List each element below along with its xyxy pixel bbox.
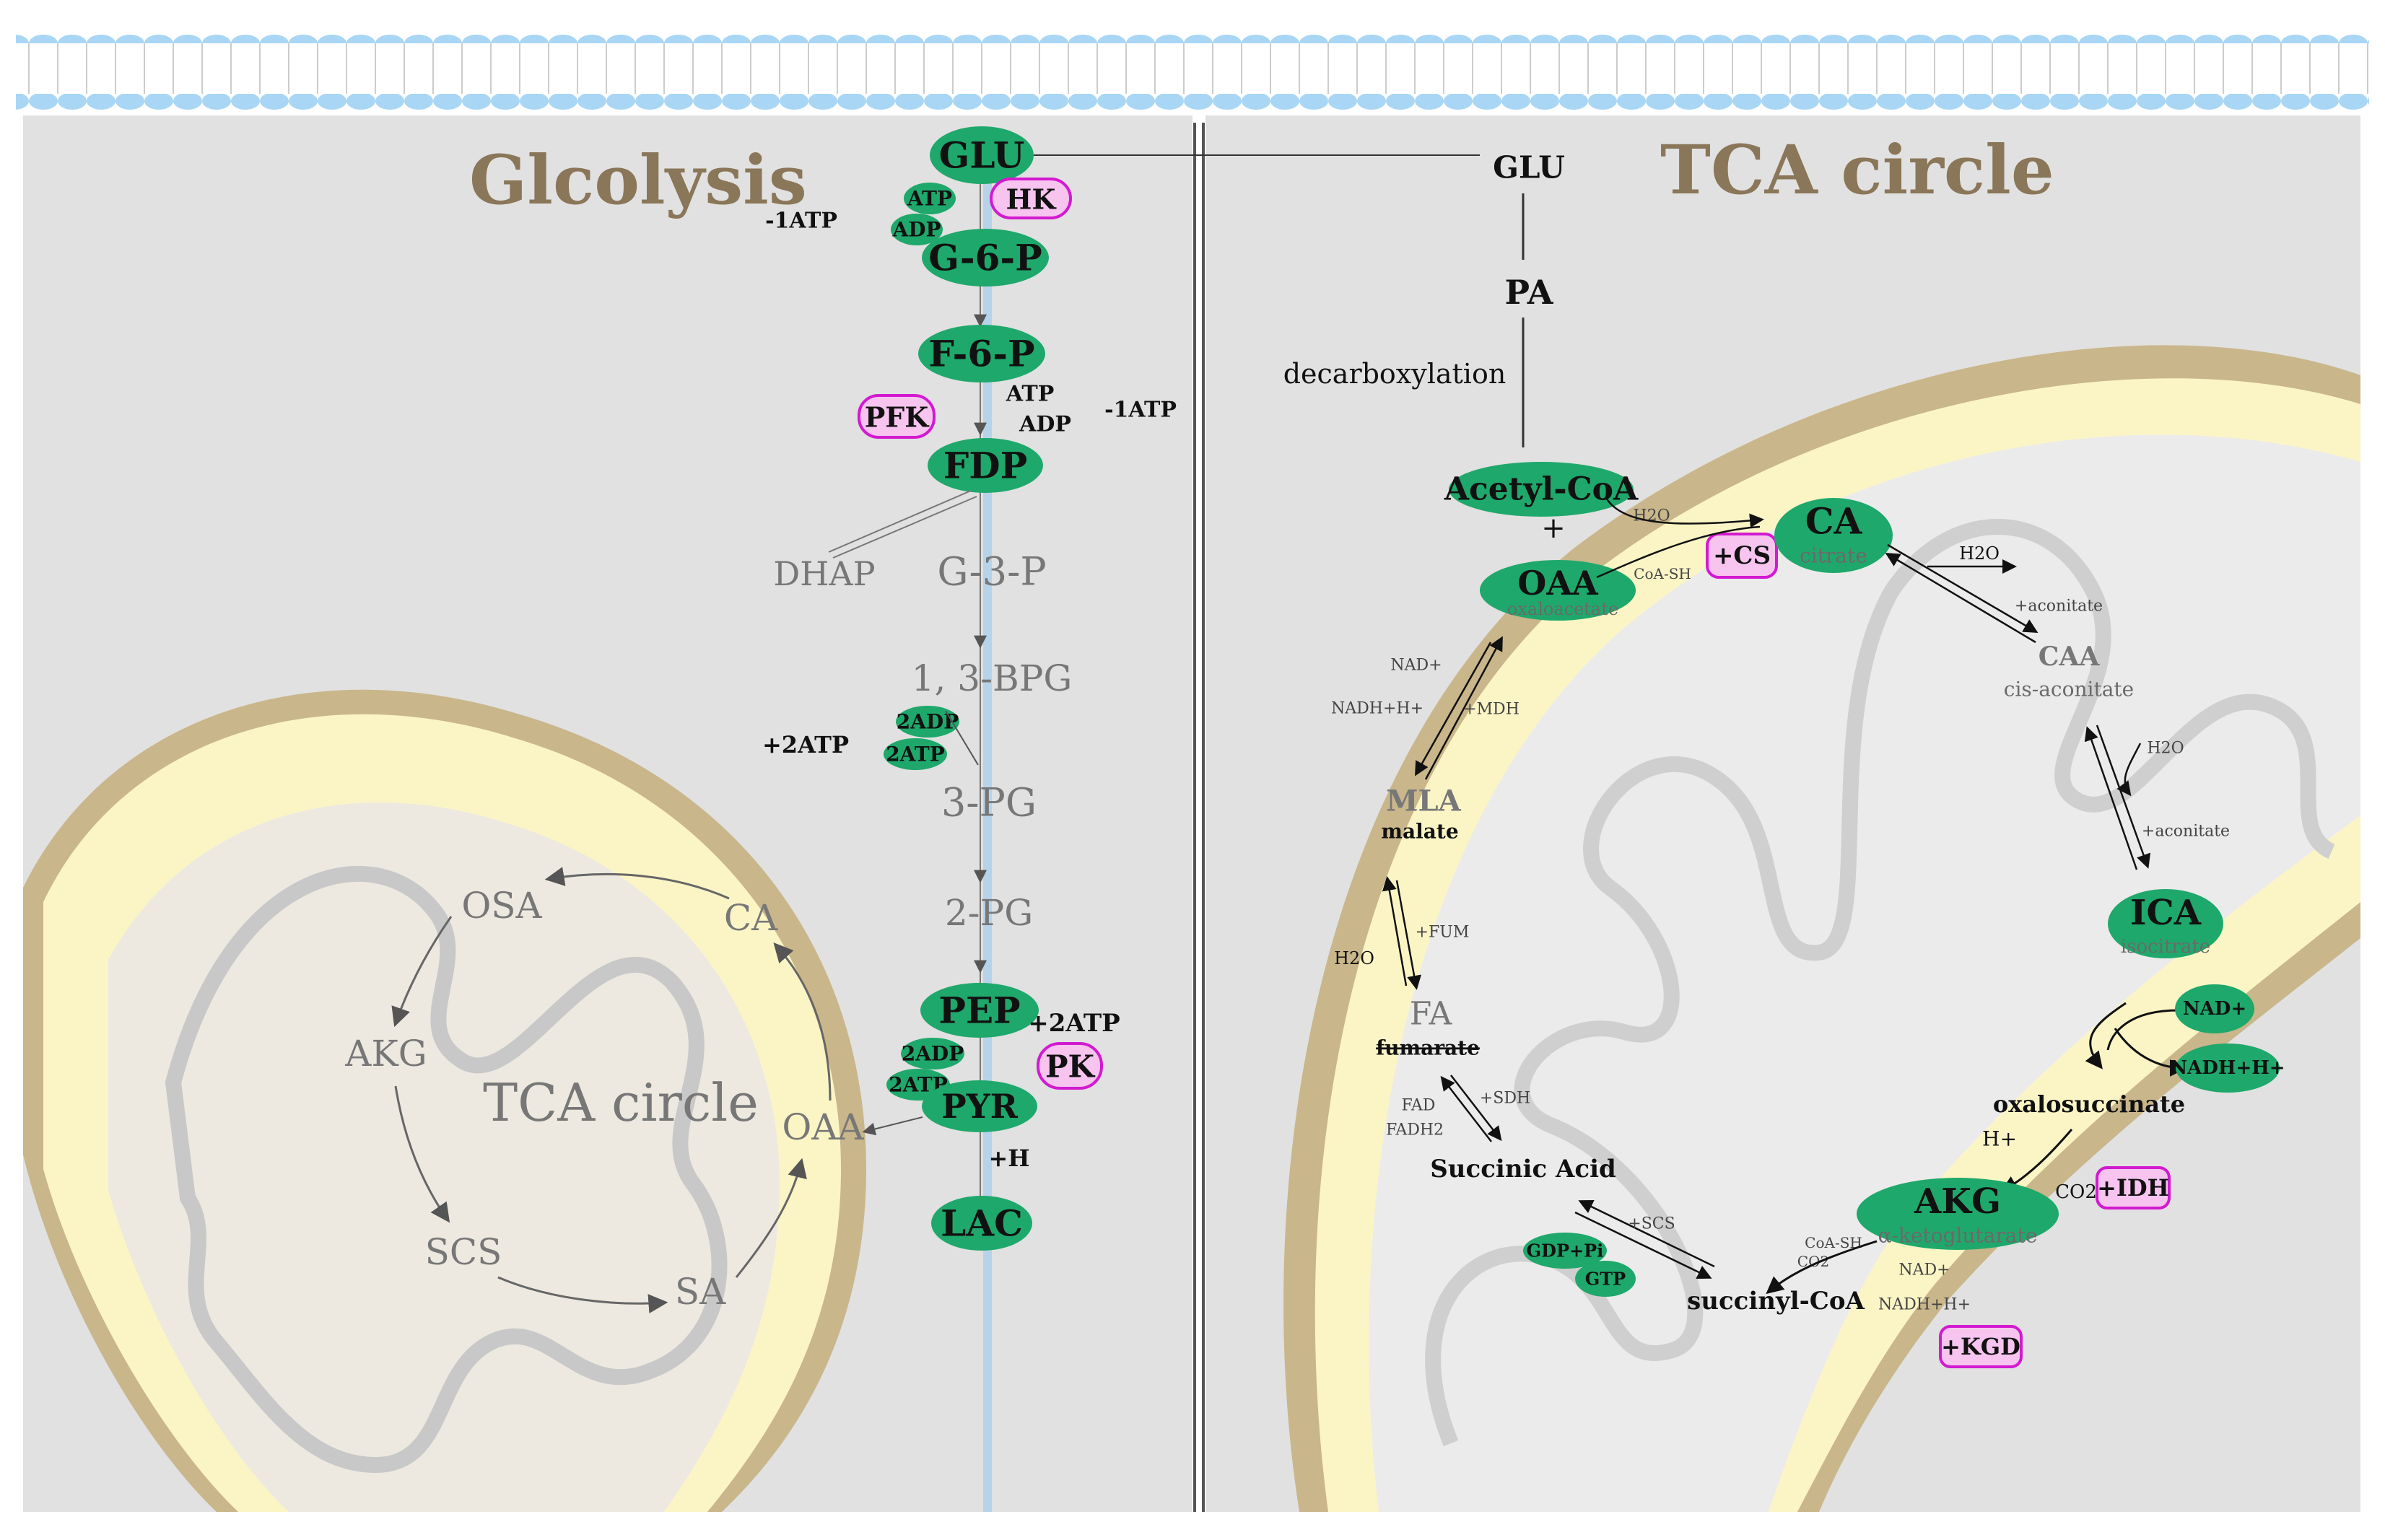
caa-sub: cis-aconitate <box>2004 678 2134 701</box>
atp-node-1: ATP <box>907 187 952 211</box>
idh-enzyme <box>2096 1166 2171 1209</box>
small-sa: SA <box>675 1271 726 1313</box>
kgd-enzyme <box>1939 1325 2023 1368</box>
nadh-label-2: NADH+H+ <box>1878 1296 1971 1314</box>
plus-atp-2: +2ATP <box>1028 1009 1120 1038</box>
nad-node-1: NAD+ <box>2183 998 2246 1020</box>
scs-label: +SCS <box>1628 1215 1675 1233</box>
oaa-sub: oxaloacetate <box>1507 599 1618 619</box>
mla-sub: malate <box>1381 820 1458 844</box>
2adp-node-1: 2ADP <box>897 710 959 734</box>
h-plus-label: H+ <box>1982 1127 2017 1151</box>
right-mitochondrion <box>1283 345 2360 1512</box>
succinyl-coa-label: succinyl-CoA <box>1687 1287 1865 1316</box>
dhap-label: DHAP <box>773 554 875 593</box>
nadh-label-3: NADH+H+ <box>1331 700 1423 718</box>
ca-sub: citrate <box>1800 544 1867 568</box>
acetyl-coa-node: Acetyl-CoA <box>1444 471 1639 508</box>
pk-label: PK <box>1045 1049 1096 1085</box>
mdh-label: +MDH <box>1463 701 1519 719</box>
cs-enzyme <box>1706 533 1778 579</box>
co2-label-1: CO2 <box>2055 1181 2097 1203</box>
fa-sub: fumarate <box>1376 1036 1480 1060</box>
succinic-acid-label: Succinic Acid <box>1430 1155 1616 1184</box>
aconitate-label-1: +aconitate <box>2015 598 2103 616</box>
left-mitochondrion <box>23 689 866 1512</box>
pfk-label: PFK <box>865 401 930 434</box>
gtp-node: GTP <box>1585 1269 1626 1290</box>
small-tca-cycle: TCA circle OSA CA AKG OAA SCS SA <box>344 867 864 1313</box>
ica-node: ICA <box>2130 893 2202 933</box>
fadh2-label: FADH2 <box>1386 1121 1444 1139</box>
aconitate-label-2: +aconitate <box>2142 823 2230 841</box>
decarboxylation-label: decarboxylation <box>1283 358 1507 390</box>
pyr-node: PYR <box>941 1087 1018 1126</box>
fa-label: FA <box>1410 996 1453 1033</box>
kgd-label: +KGD <box>1941 1333 2020 1360</box>
plus-h-label: +H <box>988 1145 1029 1172</box>
pk-enzyme <box>1037 1042 1103 1090</box>
hk-label: HK <box>1006 183 1058 216</box>
ica-sub: isocitrate <box>2121 936 2210 958</box>
f6p-node: F-6-P <box>928 333 1034 375</box>
gdp-node: GDP+Pi <box>1527 1241 1604 1261</box>
plus-sign: + <box>1541 512 1566 545</box>
oxalosuccinate-label: oxalosuccinate <box>1993 1090 2185 1118</box>
h2o-label-2: H2O <box>1959 543 2000 564</box>
small-scs: SCS <box>425 1231 502 1273</box>
panel-divider <box>1193 123 1205 1512</box>
pfk-enzyme <box>858 394 936 439</box>
ca-node: CA <box>1805 500 1863 543</box>
bpg-label: 1, 3-BPG <box>912 657 1073 699</box>
tca-glu: GLU <box>1493 150 1565 185</box>
2pg-label: 2-PG <box>945 892 1033 934</box>
sdh-label: +SDH <box>1480 1090 1530 1108</box>
oaa-node: OAA <box>1517 564 1599 603</box>
co2-label-2: CO2 <box>1797 1253 1829 1270</box>
2atp-node-1: 2ATP <box>886 743 945 766</box>
cs-label: +CS <box>1713 541 1771 570</box>
hk-enzyme <box>990 178 1072 219</box>
pep-node: PEP <box>938 989 1020 1032</box>
nad-label-3: NAD+ <box>1390 657 1442 675</box>
mla-label: MLA <box>1386 784 1461 818</box>
fad-label: FAD <box>1402 1097 1436 1115</box>
tca-title: TCA circle <box>1660 131 2054 210</box>
fum-label: +FUM <box>1416 924 1470 942</box>
nad-label-2: NAD+ <box>1898 1261 1950 1279</box>
h2o-label-3: H2O <box>2147 740 2184 758</box>
small-tca-title: TCA circle <box>483 1072 759 1133</box>
3pg-label: 3-PG <box>941 780 1037 826</box>
coash-label-1: CoA-SH <box>1634 565 1691 582</box>
akg-sub: α-ketoglutarate <box>1878 1224 2038 1248</box>
glu-node: GLU <box>939 134 1025 177</box>
h2o-label-4: H2O <box>1334 948 1374 968</box>
glycolysis-title: Glcolysis <box>469 141 807 220</box>
g6p-node: G-6-P <box>928 237 1042 279</box>
adp-label-2: ADP <box>1019 412 1071 437</box>
adp-node-1: ADP <box>891 218 941 242</box>
tca-pa: PA <box>1505 273 1554 312</box>
atp-label-2: ATP <box>1006 382 1055 407</box>
nadh-node-1: NADH+H+ <box>2170 1057 2285 1079</box>
glycolysis-pathway: GLU ATP ADP HK G-6-P -1ATP F-6-P ATP ADP… <box>762 126 1177 1512</box>
small-oaa: OAA <box>782 1106 864 1148</box>
lac-node: LAC <box>941 1202 1023 1245</box>
cell-membrane <box>16 27 2369 110</box>
idh-label: +IDH <box>2097 1174 2169 1202</box>
minus-atp-1: -1ATP <box>765 209 837 234</box>
akg-node: AKG <box>1914 1181 2001 1222</box>
small-osa: OSA <box>461 885 542 927</box>
plus-atp-1: +2ATP <box>762 731 849 758</box>
tca-cycle: GLU PA decarboxylation Acetyl-CoA + H2O … <box>1034 150 2285 1368</box>
small-akg: AKG <box>344 1033 427 1075</box>
fdp-node: FDP <box>943 445 1027 487</box>
g3p-label: G-3-P <box>937 549 1046 595</box>
small-ca: CA <box>724 897 778 939</box>
2adp-node-2: 2ADP <box>902 1042 964 1066</box>
minus-atp-2: -1ATP <box>1104 398 1177 423</box>
caa-label: CAA <box>2039 642 2101 672</box>
